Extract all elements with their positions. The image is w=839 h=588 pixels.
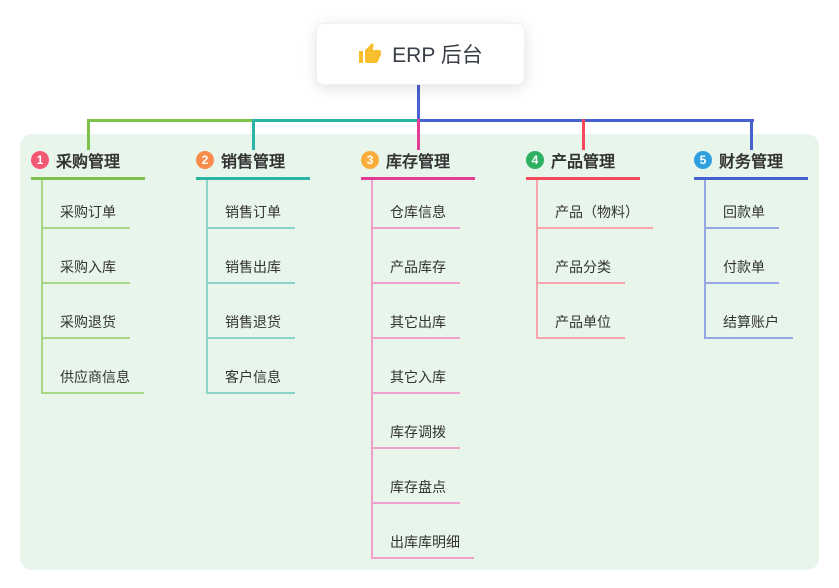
branch-产品管理: 4 产品管理产品（物料） 产品分类产品单位 xyxy=(526,148,653,339)
branch-drop-line xyxy=(582,119,585,150)
child-node[interactable]: 采购订单 xyxy=(43,180,130,229)
child-node-label: 回款单 xyxy=(723,204,765,220)
child-node[interactable]: 销售退货 xyxy=(208,284,295,339)
child-node-label: 库存盘点 xyxy=(390,479,446,495)
child-node[interactable]: 采购入库 xyxy=(43,229,130,284)
branch-title: 产品管理 xyxy=(551,154,616,171)
branch-number-badge: 5 xyxy=(694,151,712,169)
child-node[interactable]: 其它入库 xyxy=(373,339,460,394)
child-node-label: 产品单位 xyxy=(555,314,611,330)
child-node[interactable]: 产品单位 xyxy=(538,284,625,339)
child-node-label: 采购入库 xyxy=(60,259,116,275)
branch-number-badge: 3 xyxy=(361,151,379,169)
child-node[interactable]: 结算账户 xyxy=(706,284,793,339)
child-node[interactable]: 供应商信息 xyxy=(43,339,144,394)
branch-库存管理: 3 库存管理仓库信息产品库存其它出库其它入库库存调拨库存盘点出库库明细 xyxy=(361,148,475,559)
child-node-label: 仓库信息 xyxy=(390,204,446,220)
branch-header[interactable]: 4 产品管理 xyxy=(526,148,640,180)
root-node[interactable]: ERP 后台 xyxy=(316,23,525,85)
child-node[interactable]: 出库库明细 xyxy=(373,504,474,559)
child-node-label: 其它出库 xyxy=(390,314,446,330)
child-node[interactable]: 库存盘点 xyxy=(373,449,460,504)
child-node-label: 销售订单 xyxy=(225,204,281,220)
child-node[interactable]: 销售订单 xyxy=(208,180,295,229)
branch-number-badge: 2 xyxy=(196,151,214,169)
child-node-label: 销售出库 xyxy=(225,259,281,275)
branch-children: 产品（物料） 产品分类产品单位 xyxy=(536,180,653,339)
child-node[interactable]: 采购退货 xyxy=(43,284,130,339)
child-node-label: 其它入库 xyxy=(390,369,446,385)
child-node[interactable]: 库存调拨 xyxy=(373,394,460,449)
child-node-label: 库存调拨 xyxy=(390,424,446,440)
root-label: ERP 后台 xyxy=(392,44,483,67)
child-node-label: 产品库存 xyxy=(390,259,446,275)
child-node[interactable]: 销售出库 xyxy=(208,229,295,284)
child-node-label: 结算账户 xyxy=(723,314,779,330)
branch-title: 采购管理 xyxy=(56,154,121,171)
child-node-label: 客户信息 xyxy=(225,369,281,385)
child-node-label: 供应商信息 xyxy=(60,369,130,385)
branch-children: 回款单付款单结算账户 xyxy=(704,180,793,339)
branch-drop-line xyxy=(417,119,420,150)
child-node[interactable]: 客户信息 xyxy=(208,339,295,394)
child-node[interactable]: 其它出库 xyxy=(373,284,460,339)
branch-drop-line xyxy=(252,119,255,150)
child-node-label: 出库库明细 xyxy=(390,534,460,550)
branch-children: 仓库信息产品库存其它出库其它入库库存调拨库存盘点出库库明细 xyxy=(371,180,474,559)
branch-drop-line xyxy=(87,119,90,150)
child-node[interactable]: 仓库信息 xyxy=(373,180,460,229)
child-node[interactable]: 付款单 xyxy=(706,229,779,284)
child-node-label: 付款单 xyxy=(723,259,765,275)
branch-销售管理: 2 销售管理销售订单销售出库销售退货客户信息 xyxy=(196,148,310,394)
branch-drop-line xyxy=(750,119,753,150)
child-node-label: 采购订单 xyxy=(60,204,116,220)
root-stem-line xyxy=(417,83,420,120)
child-node-label: 采购退货 xyxy=(60,314,116,330)
child-node-label: 产品（物料） xyxy=(555,204,639,220)
branch-title: 销售管理 xyxy=(221,154,286,171)
branch-财务管理: 5 财务管理回款单付款单结算账户 xyxy=(694,148,808,339)
child-node[interactable]: 产品（物料） xyxy=(538,180,653,229)
branch-number-badge: 4 xyxy=(526,151,544,169)
branches-panel xyxy=(20,134,819,570)
child-node[interactable]: 回款单 xyxy=(706,180,779,229)
branch-children: 销售订单销售出库销售退货客户信息 xyxy=(206,180,295,394)
child-node[interactable]: 产品分类 xyxy=(538,229,625,284)
branch-title: 库存管理 xyxy=(386,154,451,171)
child-node-label: 产品分类 xyxy=(555,259,611,275)
branch-header[interactable]: 5 财务管理 xyxy=(694,148,808,180)
bus-segment-blue xyxy=(418,119,754,122)
bus-segment-green xyxy=(88,119,253,122)
child-node[interactable]: 产品库存 xyxy=(373,229,460,284)
branch-header[interactable]: 3 库存管理 xyxy=(361,148,475,180)
branch-title: 财务管理 xyxy=(719,154,784,171)
branch-header[interactable]: 2 销售管理 xyxy=(196,148,310,180)
child-node-label: 销售退货 xyxy=(225,314,281,330)
bus-segment-teal xyxy=(253,119,418,122)
branch-采购管理: 1 采购管理采购订单采购入库采购退货供应商信息 xyxy=(31,148,145,394)
branch-number-badge: 1 xyxy=(31,151,49,169)
branch-header[interactable]: 1 采购管理 xyxy=(31,148,145,180)
thumbs-up-icon xyxy=(358,42,382,66)
branch-children: 采购订单采购入库采购退货供应商信息 xyxy=(41,180,144,394)
